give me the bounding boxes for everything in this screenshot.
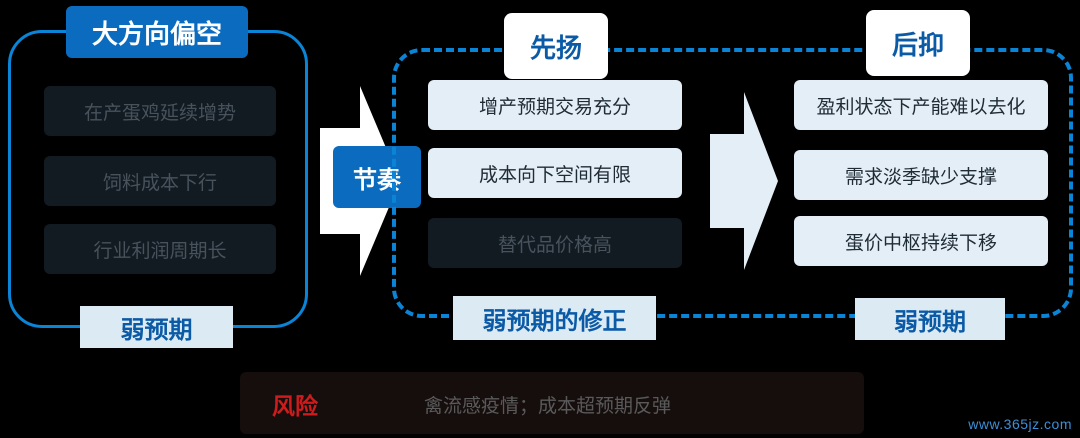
phase-second-footer: 弱预期 (855, 298, 1005, 340)
risk-text: 禽流感疫情；成本超预期反弹 (424, 394, 672, 417)
phase-first-title: 先扬 (504, 13, 608, 79)
phase-second-item-2: 需求淡季缺少支撑 (794, 150, 1048, 200)
left-item-1: 在产蛋鸡延续增势 (44, 86, 276, 136)
phase-first-item-2: 成本向下空间有限 (428, 148, 682, 198)
phase-first-footer: 弱预期的修正 (453, 296, 656, 340)
left-group-title: 大方向偏空 (66, 6, 248, 58)
flow-arrow-2 (710, 92, 778, 270)
watermark: www.365jz.com (968, 416, 1072, 432)
left-item-3: 行业利润周期长 (44, 224, 276, 274)
phase-second-title: 后抑 (866, 10, 970, 76)
phase-second-item-3: 蛋价中枢持续下移 (794, 216, 1048, 266)
phase-frame (392, 48, 1073, 318)
left-item-2: 饲料成本下行 (44, 156, 276, 206)
phase-first-item-3: 替代品价格高 (428, 218, 682, 268)
phase-second-item-1: 盈利状态下产能难以去化 (794, 80, 1048, 130)
phase-first-item-1: 增产预期交易充分 (428, 80, 682, 130)
left-group-footer: 弱预期 (80, 306, 233, 348)
risk-bar (240, 372, 864, 434)
risk-label: 风险 (272, 394, 318, 420)
